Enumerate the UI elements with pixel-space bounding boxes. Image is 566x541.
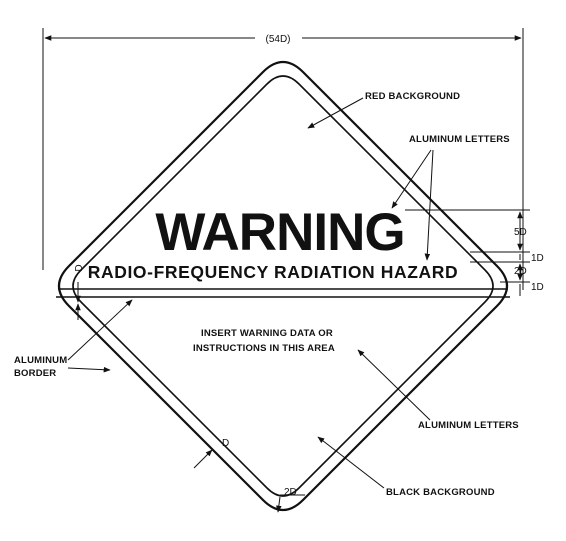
label-aluminum-border-2: BORDER bbox=[14, 368, 56, 379]
dim-1d-lower: 1D bbox=[531, 282, 544, 293]
label-insert-line2: INSTRUCTIONS IN THIS AREA bbox=[193, 343, 335, 354]
label-aluminum-letters-bottom: ALUMINUM LETTERS bbox=[418, 420, 519, 431]
width-dimension: (54D) bbox=[42, 28, 524, 290]
label-aluminum-border-1: ALUMINUM bbox=[14, 355, 67, 366]
divider-border bbox=[56, 288, 510, 298]
dim-d-edge: D bbox=[222, 438, 229, 449]
sign-title: WARNING bbox=[155, 203, 404, 262]
corner-2d-dimension bbox=[276, 494, 305, 513]
edge-d-dimension bbox=[193, 449, 213, 469]
label-red-background: RED BACKGROUND bbox=[365, 91, 460, 102]
sign-subtitle: RADIO-FREQUENCY RADIATION HAZARD bbox=[88, 262, 459, 282]
dim-5d: 5D bbox=[514, 227, 527, 238]
dim-2d-corner: 2D bbox=[284, 487, 297, 498]
label-aluminum-letters-top: ALUMINUM LETTERS bbox=[409, 134, 510, 145]
vertical-dimensions bbox=[405, 209, 530, 296]
label-insert-line1: INSERT WARNING DATA OR bbox=[201, 328, 333, 339]
dim-1d-upper: 1D bbox=[531, 253, 544, 264]
dim-2d: 2D bbox=[514, 266, 527, 277]
dim-d-left: D bbox=[74, 264, 85, 271]
label-black-background: BLACK BACKGROUND bbox=[386, 487, 495, 498]
sign-outline bbox=[57, 60, 509, 512]
width-dimension-label: (54D) bbox=[265, 34, 290, 45]
